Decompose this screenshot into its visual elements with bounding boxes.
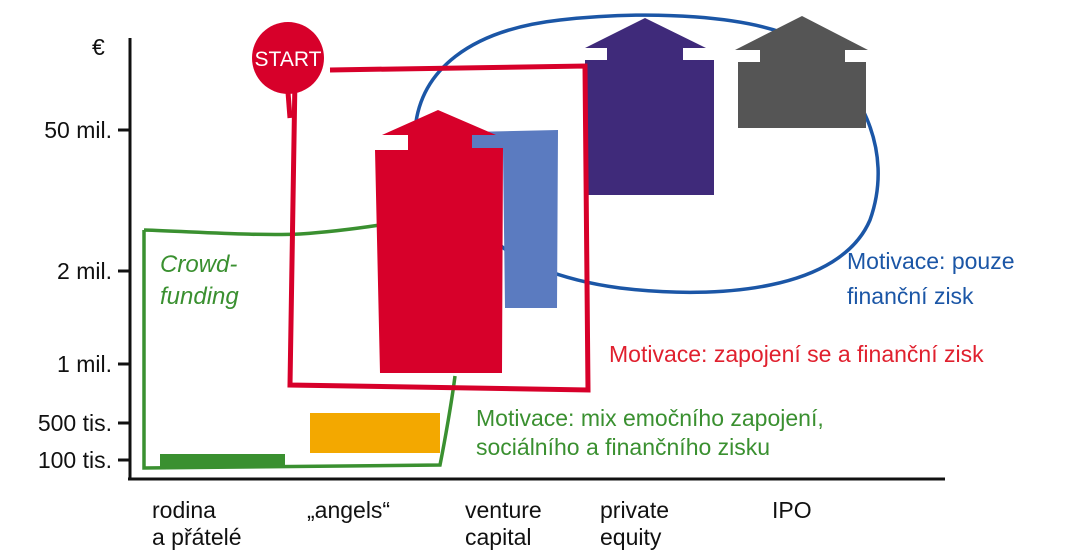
private-equity-arrow xyxy=(585,18,714,195)
crowdfunding-label-2: funding xyxy=(160,283,239,310)
start-badge-stem xyxy=(285,91,293,119)
motivation-financial-2: finanční zisk xyxy=(847,283,974,309)
engagement-outline xyxy=(287,63,591,393)
x-label-rodina-1: rodina xyxy=(152,497,216,523)
y-label-1mil: 1 mil. xyxy=(57,351,112,377)
x-label-rodina-2: a přátelé xyxy=(152,524,242,550)
motivation-engagement: Motivace: zapojení se a finanční zisk xyxy=(609,341,984,367)
motivation-financial-1: Motivace: pouze xyxy=(847,248,1014,274)
x-label-private-1: private xyxy=(600,497,669,523)
angels-arrow xyxy=(375,110,503,373)
currency-symbol: € xyxy=(92,34,105,60)
y-label-2mil: 2 mil. xyxy=(57,258,112,284)
crowdfunding-label-1: Crowd- xyxy=(160,251,237,278)
family-bar xyxy=(160,454,285,468)
blue-motivation-loop xyxy=(413,13,880,295)
x-label-venture-2: capital xyxy=(465,524,531,550)
ipo-arrow xyxy=(735,16,868,128)
x-label-ipo: IPO xyxy=(772,497,812,523)
x-label-private-2: equity xyxy=(600,524,662,550)
x-label-angels: „angels“ xyxy=(307,497,390,523)
motivation-mixed-2: sociálního a finančního zisku xyxy=(476,434,770,460)
y-label-500tis: 500 tis. xyxy=(38,410,112,436)
venture-capital-bar xyxy=(470,130,558,308)
angels-small-bar xyxy=(310,413,440,453)
start-badge-text: START xyxy=(255,48,322,71)
motivation-mixed-1: Motivace: mix emočního zapojení, xyxy=(476,405,824,431)
y-label-50mil: 50 mil. xyxy=(44,117,112,143)
x-label-venture-1: venture xyxy=(465,497,542,523)
start-badge xyxy=(252,22,324,94)
y-label-100tis: 100 tis. xyxy=(38,447,112,473)
